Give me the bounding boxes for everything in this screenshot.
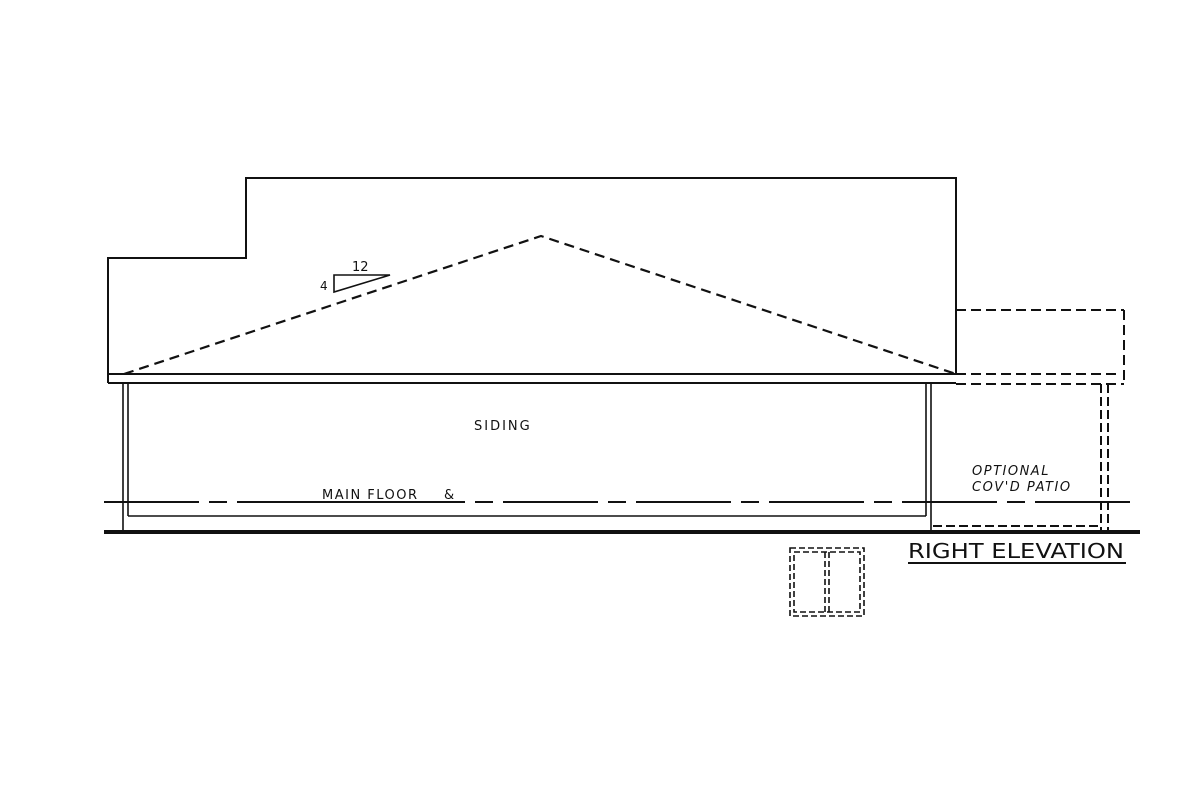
roof-pitch-symbol: 12 4 xyxy=(320,260,391,294)
main-floor-text: MAIN FLOOR xyxy=(322,488,419,503)
pitch-rise-label: 4 xyxy=(320,279,328,293)
main-floor-symbol: & xyxy=(444,488,454,503)
gable-wall-outline xyxy=(107,177,957,374)
patio-label-line2: COV'D PATIO xyxy=(972,480,1072,495)
siding-label: SIDING xyxy=(474,419,532,434)
hidden-roof-line xyxy=(123,234,957,376)
optional-patio-roof xyxy=(956,309,1125,385)
fascia-band xyxy=(107,373,956,384)
patio-label-line1: OPTIONAL xyxy=(972,464,1050,479)
drawing-title: RIGHT ELEVATION xyxy=(908,539,1126,564)
main-wall xyxy=(122,383,932,530)
optional-patio-posts xyxy=(933,384,1109,530)
basement-window xyxy=(789,547,865,617)
pitch-run-label: 12 xyxy=(352,260,369,275)
main-floor-label: MAIN FLOOR & xyxy=(320,488,456,503)
drawing-title-text: RIGHT ELEVATION xyxy=(908,539,1124,563)
